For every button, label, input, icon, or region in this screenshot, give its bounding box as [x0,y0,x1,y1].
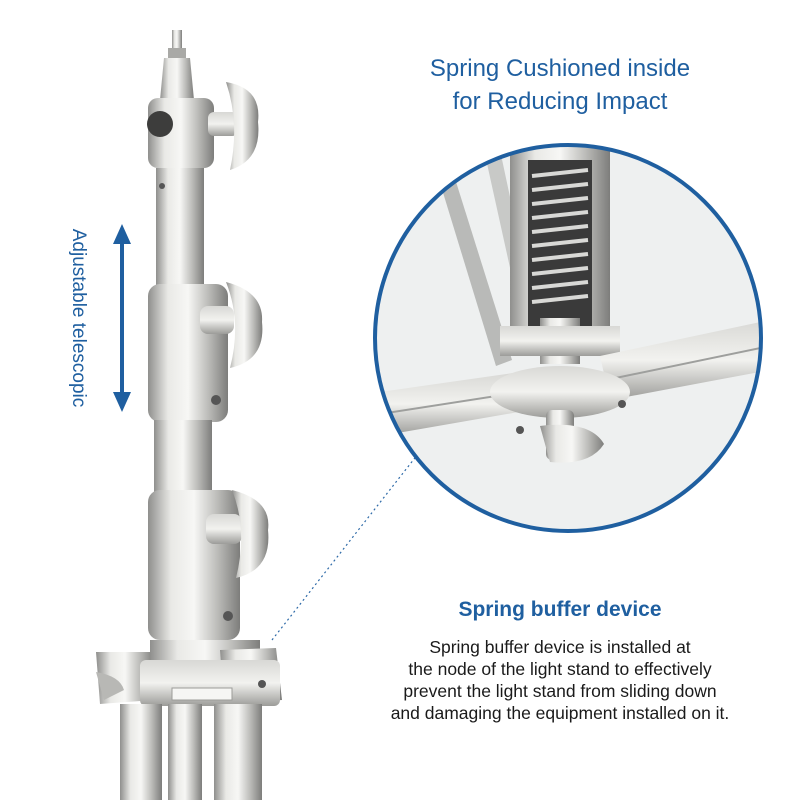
middle-knob [226,282,263,368]
zoom-leg-right [600,320,761,400]
middle-tube [154,420,212,492]
leg-center [168,704,202,800]
spigot-cone [160,58,194,100]
zoom-knob [540,424,604,463]
spring-cushion-title-line1: Spring Cushioned inside [429,55,691,82]
top-knob [226,82,259,170]
leg-right [214,704,262,800]
spring-buffer-description: Spring buffer device is installed at the… [360,636,760,724]
strut-left [430,150,512,366]
arrow-up-icon [113,224,131,244]
lower-knob [232,490,269,578]
zoom-circle-border [373,143,763,533]
arrow-down-icon [113,392,131,412]
spring-coil [531,168,589,304]
leg-left [120,704,162,800]
spring-detail-zoom [373,143,763,533]
description-line-1: Spring buffer device is installed at [429,637,691,657]
description-line-4: and damaging the equipment installed on … [390,703,730,723]
spring-cushion-title: Spring Cushioned inside for Reducing Imp… [380,52,740,118]
description-line-3: prevent the light stand from sliding dow… [403,681,717,701]
light-stand [96,30,282,800]
adjustable-label: Adjustable telescopic [68,228,89,408]
zoom-leg-hub [490,366,630,418]
description-line-2: the node of the light stand to effective… [408,659,712,679]
adjust-arrow [113,224,131,412]
spring-buffer-heading: Spring buffer device [458,598,662,621]
spigot-collar [168,48,186,58]
spring-cushion-title-line2: for Reducing Impact [452,88,668,115]
top-block-hole [147,111,173,137]
spigot-screw [172,30,182,52]
